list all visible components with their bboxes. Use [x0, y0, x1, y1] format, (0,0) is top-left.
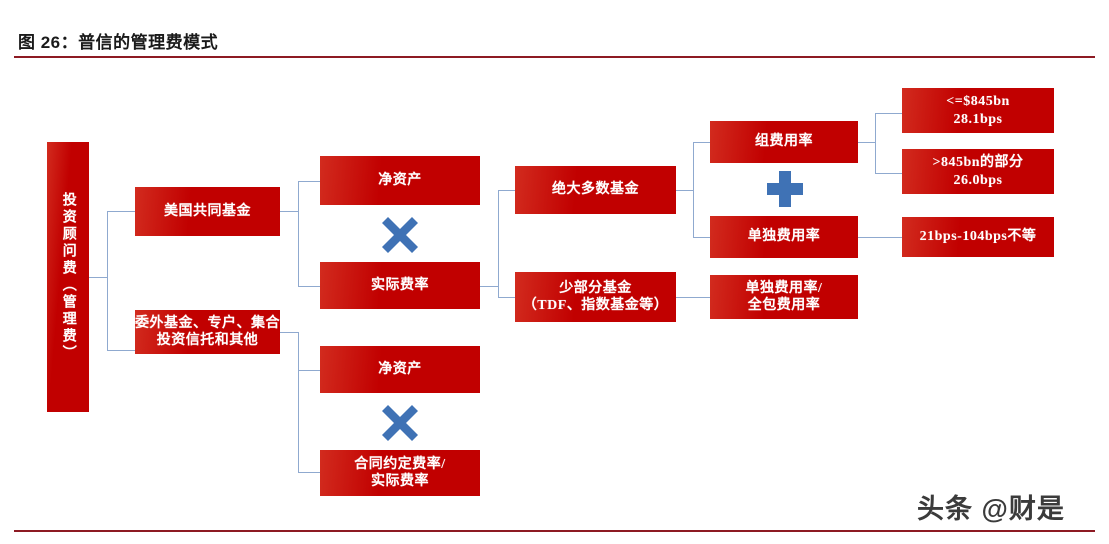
node-contract-fee-rate[interactable]: 合同约定费率/ 实际费率	[320, 450, 480, 496]
node-separate-or-allin-fee-rate[interactable]: 单独费用率/ 全包费用率	[710, 275, 858, 319]
footer-divider	[14, 530, 1095, 532]
connector-group-to-tier1	[875, 113, 902, 114]
node-group-fee-rate[interactable]: 组费用率	[710, 121, 858, 163]
connector-mf-to-rate	[298, 286, 320, 287]
connector-rate-stub	[480, 286, 498, 287]
node-tier2-above-845bn[interactable]: >845bn的部分 26.0bps	[902, 149, 1054, 194]
connector-other-bracket	[298, 332, 299, 472]
connector-other-stub	[280, 332, 298, 333]
connector-majority-bracket	[693, 142, 694, 237]
connector-other-to-rate2	[298, 472, 320, 473]
connector-rate-bracket	[498, 190, 499, 297]
connector-group-stub	[858, 142, 875, 143]
node-net-assets-upper[interactable]: 净资产	[320, 156, 480, 205]
multiply-icon-upper	[381, 216, 419, 254]
connector-group-to-tier2	[875, 173, 902, 174]
connector-mf-to-netasset	[298, 181, 320, 182]
connector-mf-bracket	[298, 181, 299, 286]
connector-minority-to-allin	[676, 297, 710, 298]
connector-rate-to-majority	[498, 190, 515, 191]
node-range-21-104bps[interactable]: 21bps-104bps不等	[902, 217, 1054, 257]
node-separate-fee-rate[interactable]: 单独费用率	[710, 216, 858, 258]
node-outsourced-funds[interactable]: 委外基金、专户、集合 投资信托和其他	[135, 310, 280, 354]
connector-root-bracket	[107, 211, 108, 350]
page-title: 图 26：普信的管理费模式	[18, 33, 219, 52]
connector-to-other-fund	[107, 350, 135, 351]
node-net-assets-lower[interactable]: 净资产	[320, 346, 480, 393]
connector-majority-to-group	[693, 142, 710, 143]
header-divider	[14, 56, 1095, 58]
connector-separate-to-range	[858, 237, 902, 238]
connector-root-stub	[89, 277, 107, 278]
connector-majority-to-separate	[693, 237, 710, 238]
connector-to-mutual-fund	[107, 211, 135, 212]
connector-rate-to-minority	[498, 297, 515, 298]
node-tier1-845bn[interactable]: <=$845bn 28.1bps	[902, 88, 1054, 133]
watermark: 头条 @财是	[917, 494, 1065, 524]
connector-other-to-netasset2	[298, 370, 320, 371]
connector-mf-stub	[280, 211, 298, 212]
connector-majority-stub	[676, 190, 693, 191]
node-actual-fee-rate[interactable]: 实际费率	[320, 262, 480, 309]
node-majority-funds[interactable]: 绝大多数基金	[515, 166, 676, 214]
multiply-icon-lower	[381, 404, 419, 442]
node-us-mutual-fund[interactable]: 美国共同基金	[135, 187, 280, 236]
node-root-advisory-fee[interactable]: 投资顾问费（管理费）	[47, 142, 89, 412]
plus-icon	[766, 170, 804, 208]
connector-group-bracket	[875, 113, 876, 173]
node-minority-funds[interactable]: 少部分基金 （TDF、指数基金等）	[515, 272, 676, 322]
